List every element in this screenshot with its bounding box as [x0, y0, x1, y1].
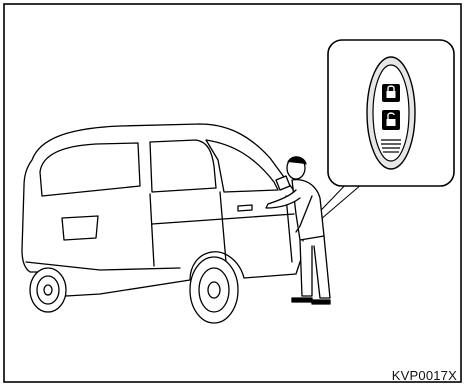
minivan-illustration: [22, 124, 304, 296]
wheel-rear: [30, 268, 66, 312]
figure-code-label: KVP0017X: [392, 368, 457, 383]
unlock-button-icon: [382, 110, 400, 130]
wheel-front: [190, 257, 238, 323]
lock-button-icon: [382, 84, 400, 102]
intelligent-key-fob-icon: [367, 57, 415, 169]
key-fob-callout: [328, 40, 454, 186]
